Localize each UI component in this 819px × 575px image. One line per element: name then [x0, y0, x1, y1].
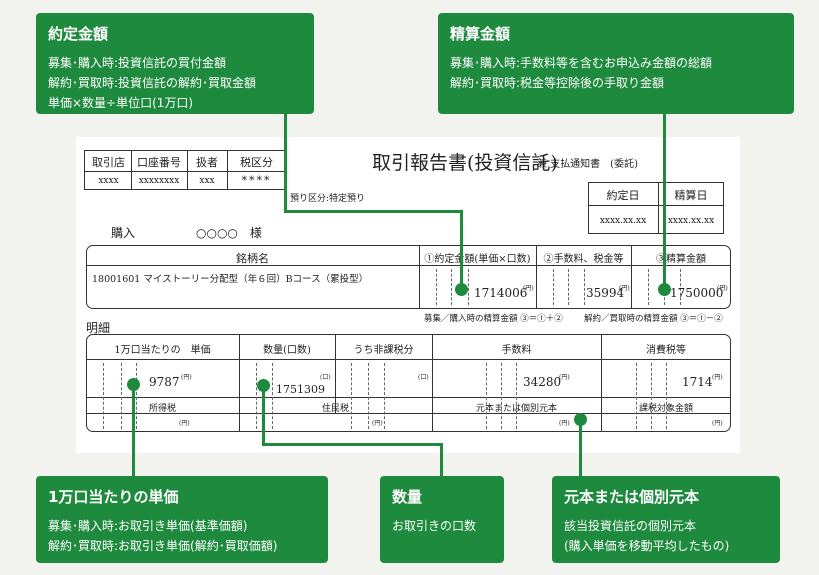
details-label: 明細	[86, 321, 111, 335]
callout-contract-amount: 約定金額 募集･購入時:投資信託の買付金額 解約･買取時:投資信託の解約･買取金…	[36, 13, 314, 114]
val-handler: xxx	[199, 176, 215, 186]
connector-contract	[284, 113, 287, 211]
col-tax-category: 税区分	[240, 156, 273, 169]
val-settlement-date: xxxx.xx.xx	[667, 216, 715, 226]
callout-contract-line: 解約･買取時:投資信託の解約･買取金額	[48, 76, 257, 90]
customer-name: ○○○○ 様	[196, 226, 262, 240]
document-title: 取引報告書(投資信託)	[372, 152, 558, 174]
col-fees: ②手数料、税金等	[543, 254, 624, 265]
income-tax-unit: (円)	[179, 420, 190, 427]
fee-unit: (円)	[559, 374, 570, 381]
col-consumption-tax: 消費税等	[646, 345, 686, 356]
val-contract-date: xxxx.xx.xx	[599, 216, 647, 226]
val-branch: xxxx	[98, 176, 119, 186]
col-tax-free: うち非課税分	[353, 345, 414, 356]
col-account: 口座番号	[137, 156, 181, 169]
callout-settlement-line: 募集･購入時:手数料等を含むお申込み金額の総額	[450, 56, 713, 70]
connector-principal	[579, 420, 582, 477]
contract-amount-value: 1714006	[474, 286, 528, 300]
val-tax-category: ****	[241, 174, 272, 187]
col-principal: 元本または個別元本	[475, 404, 557, 414]
col-unit-price: 1万口当たりの 単価	[114, 345, 211, 356]
taxable-amount-unit: (円)	[712, 420, 723, 427]
contract-amount-unit: (円)	[523, 285, 534, 292]
document-subtitle: 兼 支払通知書 (委託)	[537, 159, 638, 170]
tax-free-unit: (口)	[418, 374, 429, 381]
main-trade-table	[86, 245, 731, 309]
callout-contract-line: 単価×数量÷単位口(1万口)	[48, 96, 194, 110]
details-table	[86, 334, 731, 432]
col-fee: 手数料	[501, 345, 532, 356]
branch-info-table	[84, 150, 286, 190]
trade-type: 購入	[111, 226, 136, 240]
connector-unit-price	[132, 385, 135, 477]
fees-value: 35994	[586, 286, 625, 300]
col-resident-tax: 住民税	[321, 404, 349, 414]
unit-price-value: 9787	[149, 375, 180, 389]
col-handler: 扱者	[196, 156, 218, 169]
callout-principal: 元本または個別元本 該当投資信託の個別元本 (購入単価を移動平均したもの)	[552, 476, 780, 563]
callout-contract-line: 募集･購入時:投資信託の買付金額	[48, 56, 227, 70]
fees-unit: (円)	[619, 285, 630, 292]
col-branch: 取引店	[92, 156, 125, 169]
note-purchase: 募集／購入時の精算金額 ③＝①＋②	[424, 314, 563, 324]
callout-unit-price-line: 募集･購入時:お取引き単価(基準価額)	[48, 519, 248, 533]
settlement-amount-unit: (円)	[717, 285, 728, 292]
marker-unit-price	[127, 378, 140, 391]
callout-principal-line: (購入単価を移動平均したもの)	[564, 539, 730, 553]
col-settlement-amount: ③精算金額	[656, 254, 706, 265]
note-redemption: 解約／買取時の精算金額 ③＝①－②	[584, 314, 723, 324]
trade-report-document: 取引店 口座番号 扱者 税区分 xxxx xxxxxxxx xxx **** 取…	[76, 137, 740, 453]
marker-quantity	[257, 379, 270, 392]
dates-table	[588, 182, 724, 234]
callout-quantity-line: お取引きの口数	[392, 519, 477, 533]
resident-tax-unit: (円)	[372, 420, 383, 427]
val-account: xxxxxxxx	[138, 176, 180, 186]
callout-principal-line: 該当投資信託の個別元本	[564, 519, 697, 533]
col-taxable-amount: 課税対象金額	[638, 404, 693, 414]
fee-value: 34280	[523, 375, 562, 389]
marker-principal	[574, 413, 587, 426]
connector-quantity	[262, 385, 265, 445]
callout-settlement-line: 解約･買取時:税金等控除後の手取り金額	[450, 76, 665, 90]
col-contract-amount: ①約定金額(単価×口数)	[424, 254, 531, 265]
callout-unit-price: 1万口当たりの単価 募集･購入時:お取引き単価(基準価額) 解約･買取時:お取引…	[36, 476, 328, 563]
col-settlement-date: 精算日	[674, 189, 708, 202]
principal-unit: (円)	[559, 420, 570, 427]
connector-settlement	[663, 113, 666, 290]
deposit-type: 預り区分:特定預り	[290, 194, 366, 204]
col-income-tax: 所得税	[148, 404, 176, 414]
consumption-tax-value: 1714	[682, 375, 713, 389]
callout-quantity: 数量 お取引きの口数	[380, 476, 504, 563]
settlement-amount-value: 1750000	[670, 286, 724, 300]
col-contract-date: 約定日	[606, 189, 640, 202]
col-fund-name: 銘柄名	[236, 252, 269, 265]
callout-contract-title: 約定金額	[48, 25, 109, 43]
callout-settlement-title: 精算金額	[450, 25, 511, 43]
marker-settlement-amount	[658, 283, 671, 296]
callout-unit-price-title: 1万口当たりの単価	[48, 488, 179, 506]
fund-name: 18001601 マイストーリー分配型（年６回）Bコース（累投型）	[92, 274, 369, 285]
consumption-tax-unit: (円)	[712, 374, 723, 381]
col-quantity: 数量(口数)	[263, 345, 311, 356]
callout-principal-title: 元本または個別元本	[564, 488, 700, 506]
unit-price-unit: (円)	[181, 374, 192, 381]
quantity-value: 1751309	[276, 383, 325, 396]
quantity-unit: (口)	[320, 374, 331, 381]
callout-settlement-amount: 精算金額 募集･購入時:手数料等を含むお申込み金額の総額 解約･買取時:税金等控…	[438, 13, 794, 114]
marker-contract-amount	[455, 283, 468, 296]
callout-quantity-title: 数量	[392, 488, 423, 506]
callout-unit-price-line: 解約･買取時:お取引き単価(解約･買取価額)	[48, 539, 278, 553]
